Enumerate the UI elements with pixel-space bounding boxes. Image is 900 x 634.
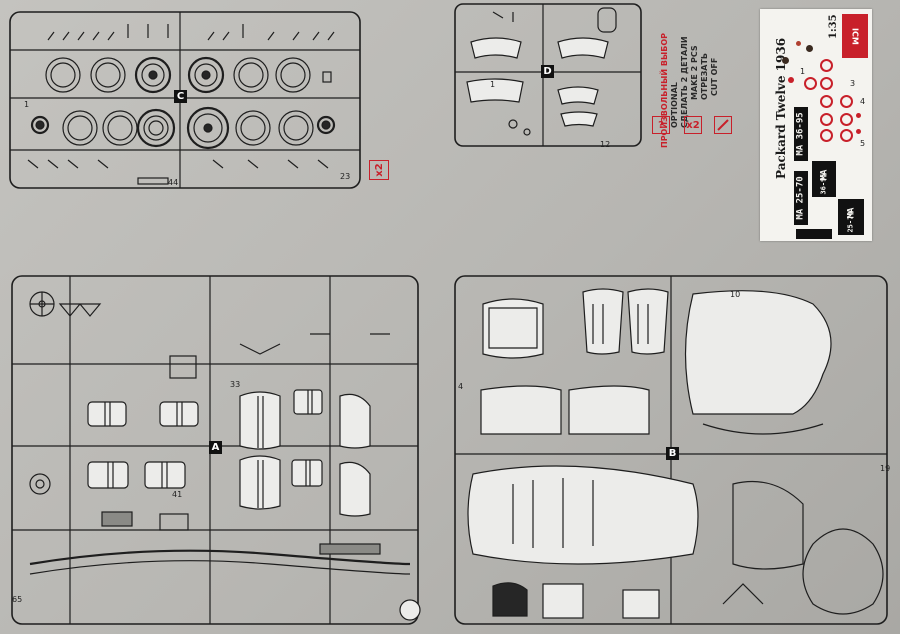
- decal-number: 4: [860, 97, 866, 106]
- decal-dot: [840, 113, 853, 126]
- decal-dot: [782, 57, 789, 64]
- sprue-c-frame: [9, 11, 361, 189]
- plate-ma-2570-large: [796, 229, 832, 239]
- sprue-b-label: B: [666, 447, 679, 460]
- legend-cut-en: CUT OFF: [710, 57, 719, 96]
- part-number: 4: [458, 382, 464, 391]
- legend-cut-ru: ОТРЕЗАТЬ: [700, 52, 709, 100]
- optional-icon: ?: [652, 116, 670, 134]
- decal-dot: [820, 77, 833, 90]
- decal-dot: [820, 59, 833, 72]
- symbol-legend: ПРОИЗВОЛЬНЫЙ ВЫБОР OPTIONAL СДЕЛАТЬ 2 ДЕ…: [650, 0, 750, 160]
- legend-make2-ru: СДЕЛАТЬ 2 ДЕТАЛИ: [680, 36, 689, 128]
- decal-dot: [856, 129, 861, 134]
- sprue-a-label: A: [209, 441, 222, 454]
- decal-dot: [804, 77, 817, 90]
- plate-ma-2570: MA 25-70: [794, 171, 808, 225]
- legend-make2-en: MAKE 2 PCS: [690, 45, 699, 100]
- icm-logo: ICM: [842, 14, 868, 58]
- decal-number: 1: [800, 67, 806, 76]
- plate-ma-2570-large-b: MA 25-70: [838, 199, 864, 235]
- decal-dot: [820, 95, 833, 108]
- sprue-d-label: D: [541, 65, 554, 78]
- make-two-icon: x2: [684, 116, 702, 134]
- decal-dot: [796, 41, 801, 46]
- decal-dot: [840, 129, 853, 142]
- part-number: 44: [168, 178, 179, 187]
- part-number: 1: [490, 80, 496, 89]
- legend-optional-en: OPTIONAL: [670, 82, 679, 128]
- decal-scale: 1:35: [828, 14, 839, 39]
- sprue-d-frame: [454, 3, 642, 147]
- decal-number: 3: [850, 79, 856, 88]
- plate-ma-3695: MA 36-95: [794, 107, 808, 161]
- knife-icon: [714, 116, 732, 134]
- part-number: 23: [340, 172, 351, 181]
- part-number: 19: [880, 464, 891, 473]
- decal-dot: [856, 113, 861, 118]
- decal-dot: [806, 45, 813, 52]
- sprue-c-label: C: [174, 90, 187, 103]
- sprue-a-frame: [11, 275, 421, 625]
- part-number: 10: [730, 290, 741, 299]
- part-number: 65: [12, 595, 23, 604]
- sprue-b-frame: [454, 275, 888, 625]
- plate-ma-3695-large: MA 36-95: [812, 161, 836, 197]
- times-two-badge: x2: [369, 160, 389, 180]
- decal-dot: [840, 95, 853, 108]
- decal-dot: [788, 77, 794, 83]
- part-number: 12: [600, 140, 611, 149]
- part-number: 33: [230, 380, 241, 389]
- decal-dot: [820, 113, 833, 126]
- decal-dot: [820, 129, 833, 142]
- decal-number: 5: [860, 139, 866, 148]
- part-number: 1: [24, 100, 30, 109]
- part-number: 41: [172, 490, 183, 499]
